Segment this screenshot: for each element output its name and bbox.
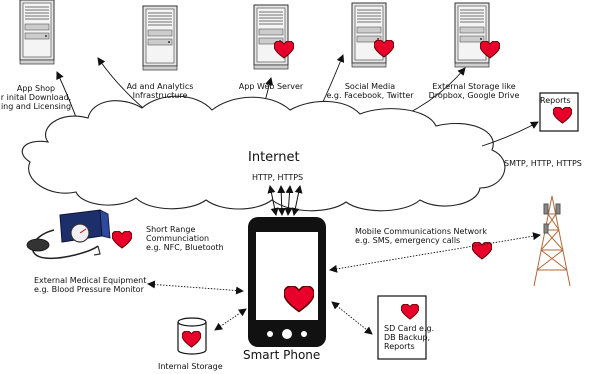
reports-protocols: SMTP, HTTP, HTTPS: [504, 159, 582, 168]
sd-card-label: SD Card e.g. DB Backup, Reports: [384, 324, 434, 351]
phone-sdcard-link: [331, 301, 373, 335]
server-ad-analytics: [142, 5, 178, 71]
cell-tower-icon: [533, 195, 571, 287]
label-line: Communciation: [146, 234, 210, 243]
sd-card-box: [377, 295, 427, 360]
smartphone: [248, 217, 326, 347]
label-line: Ad and Analytics: [126, 82, 194, 91]
reports-box: [539, 92, 579, 132]
server-label-social-media: Social Media e.g. Facebook, Twitter: [318, 82, 422, 100]
cloud-to-reports-arrow: [481, 121, 539, 147]
label-line: e.g. NFC, Bluetooth: [146, 243, 224, 252]
server-app-shop: [19, 0, 55, 65]
label-line: SD Card e.g.: [384, 324, 435, 333]
label-line: App Shop: [16, 84, 56, 93]
label-line: ing and Licensing: [0, 102, 72, 111]
label-line: e.g. Facebook, Twitter: [326, 91, 414, 100]
label-line: Short Range: [146, 225, 196, 234]
label-line: e.g. Blood Pressure Monitor: [34, 285, 144, 294]
server-external-storage: [454, 2, 500, 68]
label-line: Dropbox, Google Drive: [428, 91, 520, 100]
internet-title: Internet: [248, 150, 300, 165]
short-range-label: Short Range Communciation e.g. NFC, Blue…: [146, 225, 224, 252]
phone-tower-link: [329, 232, 541, 273]
label-line: External Storage like: [432, 82, 516, 91]
label-line: e.g. SMS, emergency calls: [355, 236, 461, 245]
server-label-external-storage: External Storage like Dropbox, Google Dr…: [420, 82, 528, 100]
label-line: DB Backup,: [384, 333, 431, 342]
internal-storage-icon: [177, 317, 207, 355]
internet-protocols: HTTP, HTTPS: [252, 173, 304, 182]
label-line: Social Media: [344, 82, 396, 91]
label-line: Infrastructure: [132, 91, 188, 100]
heart-icon: [112, 231, 132, 249]
label-line: r inital Download,: [0, 93, 72, 102]
server-social-media: [351, 2, 394, 68]
server-label-ad-analytics: Ad and Analytics Infrastructure: [112, 82, 208, 100]
label-line: Mobile Communications Network: [355, 227, 487, 236]
phone-cloud-arrows: [267, 185, 303, 216]
mobile-network-label: Mobile Communications Network e.g. SMS, …: [355, 227, 487, 245]
phone-storage-link: [214, 308, 247, 331]
medical-equipment-label: External Medical Equipment e.g. Blood Pr…: [34, 276, 146, 294]
server-label-app-shop: App Shop r inital Download, ing and Lice…: [0, 84, 78, 111]
blood-pressure-monitor-icon: [26, 209, 111, 260]
server-app-web: [253, 4, 294, 70]
label-line: App Web Server: [238, 82, 304, 91]
server-label-app-web: App Web Server: [226, 82, 316, 91]
medical-phone-link: [147, 280, 244, 295]
internal-storage-label: Internal Storage: [158, 362, 223, 371]
label-line: Reports: [384, 342, 415, 351]
internet-cloud: [21, 95, 506, 212]
label-line: External Medical Equipment: [34, 276, 147, 285]
smartphone-label: Smart Phone: [243, 348, 321, 362]
reports-label: Reports: [540, 96, 571, 105]
